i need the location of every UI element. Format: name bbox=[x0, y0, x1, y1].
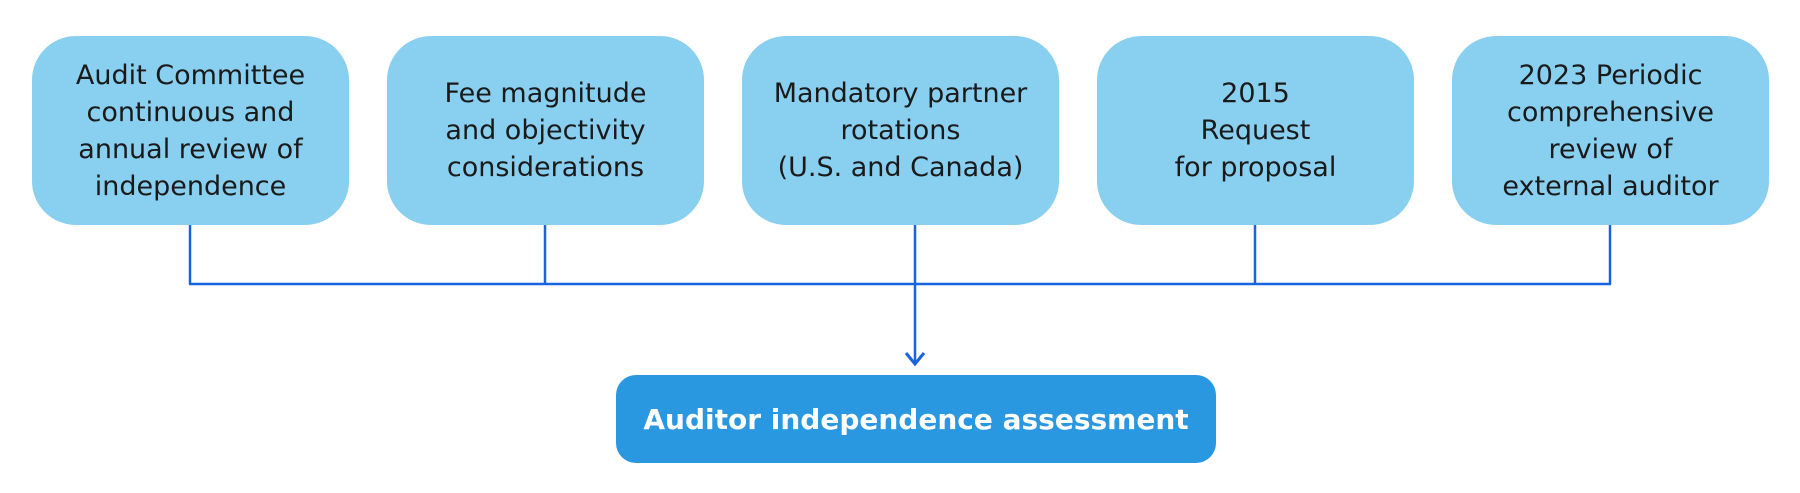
input-box-periodic-review: 2023 Periodic comprehensive review of ex… bbox=[1452, 36, 1769, 225]
input-box-request-for-proposal: 2015 Request for proposal bbox=[1097, 36, 1414, 225]
arrow-head-icon bbox=[904, 352, 926, 367]
input-box-fee-magnitude: Fee magnitude and objectivity considerat… bbox=[387, 36, 704, 225]
input-box-partner-rotations: Mandatory partner rotations (U.S. and Ca… bbox=[742, 36, 1059, 225]
input-box-audit-committee-review: Audit Committee continuous and annual re… bbox=[32, 36, 349, 225]
result-label: Auditor independence assessment bbox=[643, 402, 1189, 436]
input-label: Fee magnitude and objectivity considerat… bbox=[444, 78, 647, 183]
input-label: Audit Committee continuous and annual re… bbox=[75, 59, 306, 202]
input-label: Mandatory partner rotations (U.S. and Ca… bbox=[773, 78, 1028, 183]
result-box-independence-assessment: Auditor independence assessment bbox=[616, 375, 1216, 463]
input-label: 2015 Request for proposal bbox=[1174, 78, 1337, 183]
input-label: 2023 Periodic comprehensive review of ex… bbox=[1502, 59, 1719, 202]
